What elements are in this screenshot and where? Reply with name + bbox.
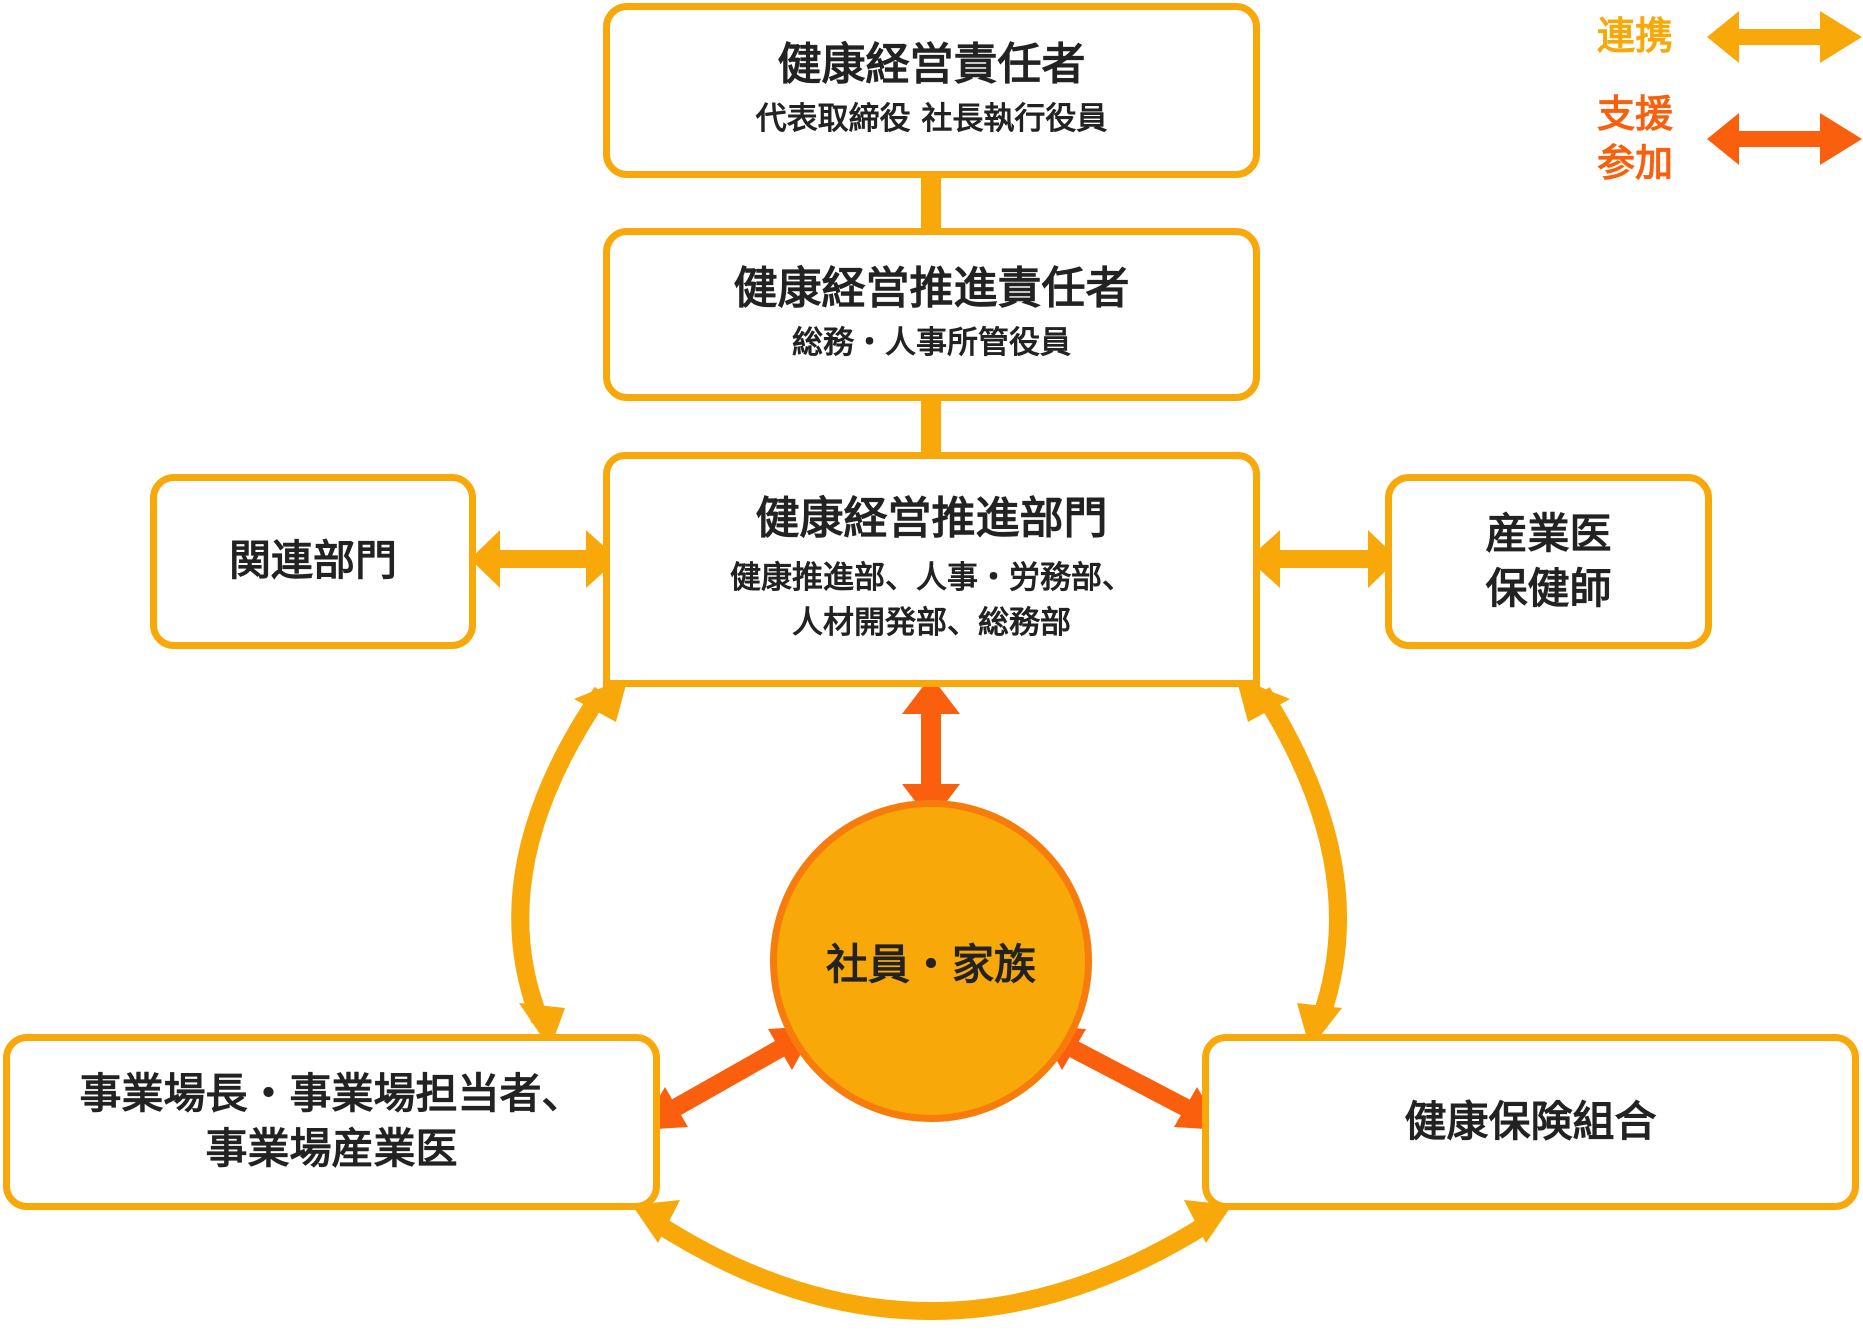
circle-employees-families-label: 社員・家族 — [825, 939, 1036, 989]
box-health-insurance-union-label: 健康保険組合 — [1404, 1096, 1657, 1146]
box-health-management-officer-title: 健康経営責任者 — [777, 38, 1086, 90]
box-promotion-officer: 健康経営推進責任者 総務・人事所管役員 — [603, 228, 1260, 401]
legend-support-label-line1: 支援 — [1597, 92, 1674, 136]
box-occupational-physician-line2: 保健師 — [1485, 563, 1612, 613]
legend-support-label-line2: 参加 — [1597, 141, 1674, 186]
box-site-managers-line1: 事業場長・事業場担当者、 — [79, 1069, 584, 1119]
arrowhead-curve-bottom-right — [1184, 1200, 1232, 1243]
box-health-insurance-union: 健康保険組合 — [1202, 1034, 1859, 1210]
box-health-management-officer: 健康経営責任者 代表取締役 社長執行役員 — [603, 3, 1260, 178]
box-promotion-department-subtitle-line1: 健康推進部、人事・労務部、 — [730, 559, 1133, 596]
box-related-departments-label: 関連部門 — [228, 536, 397, 586]
legend-collab-arrowhead-right — [1820, 11, 1862, 63]
box-occupational-physician-line1: 産業医 — [1485, 508, 1612, 558]
arrowhead-right-box-left — [1248, 530, 1280, 588]
arrow-right-box-shaft — [1268, 550, 1380, 568]
arrowhead-curve-left-top — [574, 677, 628, 722]
box-health-management-officer-subtitle: 代表取締役 社長執行役員 — [755, 101, 1108, 138]
legend-collab-arrow-shaft — [1735, 29, 1823, 45]
box-occupational-physician: 産業医 保健師 — [1385, 474, 1712, 649]
legend-collab-arrowhead-left — [1707, 11, 1739, 63]
box-related-departments: 関連部門 — [150, 474, 476, 649]
arrowhead-left-box-right — [586, 530, 618, 588]
arrowhead-curve-bottom-left — [632, 1200, 680, 1243]
arrowhead-left-box-left — [470, 530, 500, 588]
curve-bottom-left-to-bottom-right — [650, 1214, 1215, 1320]
legend-support-arrowhead-right — [1820, 113, 1862, 165]
legend-support-arrow-shaft — [1735, 131, 1823, 147]
circle-employees-families: 社員・家族 — [770, 800, 1092, 1122]
legend-support-label: 支援 参加 — [1597, 90, 1673, 189]
box-promotion-officer-subtitle: 総務・人事所管役員 — [792, 325, 1071, 362]
curve-center-to-bottom-right — [1254, 687, 1347, 1024]
arrow-left-box-shaft — [488, 550, 598, 568]
connector-second-to-center — [921, 399, 941, 457]
support-arrow-right-shaft — [1059, 1036, 1199, 1120]
arrowhead-curve-right-top — [1236, 677, 1290, 722]
support-arrow-left-shaft — [663, 1036, 793, 1120]
box-site-managers: 事業場長・事業場担当者、 事業場産業医 — [3, 1034, 660, 1210]
box-promotion-department: 健康経営推進部門 健康推進部、人事・労務部、 人材開発部、総務部 — [603, 452, 1260, 687]
legend-support-arrowhead-left — [1707, 113, 1739, 165]
legend-collab-label: 連携 — [1597, 14, 1674, 58]
support-arrowhead-vertical-top — [902, 676, 960, 714]
box-site-managers-line2: 事業場産業医 — [205, 1124, 458, 1173]
connector-top-to-second — [921, 174, 941, 232]
arrowhead-right-box-right — [1368, 530, 1398, 588]
box-promotion-department-title: 健康経営推進部門 — [755, 493, 1108, 545]
box-promotion-officer-title: 健康経営推進責任者 — [733, 262, 1130, 314]
curve-center-to-bottom-left — [511, 686, 610, 1024]
box-promotion-department-subtitle-line2: 人材開発部、総務部 — [792, 604, 1071, 641]
support-arrow-vertical-shaft — [921, 705, 941, 795]
